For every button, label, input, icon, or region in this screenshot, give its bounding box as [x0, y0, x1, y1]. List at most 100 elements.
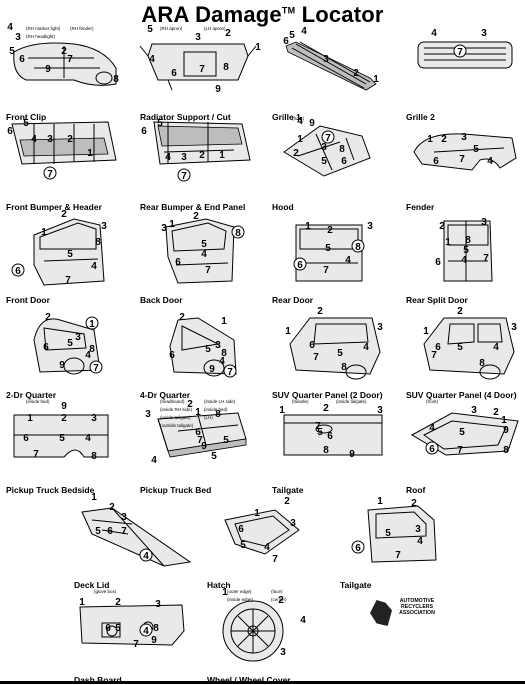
- zone-number: 4: [300, 615, 306, 626]
- zone-number: 4: [429, 423, 435, 434]
- zone-annotation: (inside bed): [26, 399, 50, 404]
- zone-number: 6: [238, 524, 244, 535]
- zone-number: 3: [377, 322, 383, 333]
- zone-number: 7: [395, 550, 401, 561]
- zone-number: 5: [473, 144, 479, 155]
- part-caption: Fender: [406, 202, 435, 212]
- part-caption: Grille 2: [406, 112, 435, 122]
- zone-number: 2: [293, 148, 299, 159]
- zone-number: 3: [155, 599, 161, 610]
- zone-number: 7: [93, 363, 99, 374]
- zone-number: 1: [169, 219, 175, 230]
- zone-number: 2: [193, 211, 199, 222]
- zone-number: 2: [45, 312, 51, 323]
- zone-number: 8: [95, 237, 101, 248]
- zone-number: 9: [215, 84, 221, 95]
- zone-number: 1: [195, 407, 201, 418]
- zone-number: 3: [75, 332, 81, 343]
- zone-number: 5: [205, 344, 211, 355]
- zone-number: 3: [161, 223, 167, 234]
- zone-number: 5: [201, 239, 207, 250]
- zone-number: 6: [435, 342, 441, 353]
- zone-number: 4: [85, 433, 91, 444]
- zone-number: 1: [255, 42, 261, 53]
- part-caption: Rear Door: [272, 295, 314, 305]
- zone-annotation: (headboard): [160, 399, 185, 404]
- zone-number: 1: [87, 148, 93, 159]
- zone-number: 4: [301, 26, 307, 37]
- zone-number: 3: [101, 221, 107, 232]
- zone-number: 4: [85, 350, 91, 361]
- part-caption: Tailgate: [272, 485, 304, 495]
- part-caption: Hatch: [207, 580, 231, 590]
- zone-number: 5: [385, 528, 391, 539]
- zone-number: 4: [143, 626, 149, 637]
- zone-number: 1: [222, 587, 228, 598]
- zone-number: 1: [279, 405, 285, 416]
- zone-number: 3: [181, 152, 187, 163]
- zone-number: 7: [313, 352, 319, 363]
- zone-number: 7: [197, 435, 203, 446]
- zone-number: 8: [339, 144, 345, 155]
- zone-number: 7: [205, 265, 211, 276]
- zone-number: 4: [219, 356, 225, 367]
- zone-number: 5: [337, 348, 343, 359]
- zone-number: 2: [115, 597, 121, 608]
- zone-number: 4: [264, 542, 270, 553]
- zone-number: 3: [415, 524, 421, 535]
- zone-annotation: (RH headlight): [26, 34, 56, 39]
- part-caption: Radiator Support / Cut: [140, 112, 231, 122]
- zone-number: 7: [323, 265, 329, 276]
- zone-number: 6: [175, 257, 181, 268]
- circled-zone-marker: [231, 225, 245, 239]
- zone-number: 6: [309, 340, 315, 351]
- zone-number: 5: [67, 249, 73, 260]
- zone-annotation: (handle): [292, 399, 309, 404]
- zone-number: 4: [417, 536, 423, 547]
- zone-number: 8: [465, 235, 471, 246]
- zone-number: 8: [479, 358, 485, 369]
- zone-number: 7: [133, 639, 139, 650]
- circled-zone-marker: [89, 360, 103, 374]
- zone-number: 7: [325, 133, 331, 144]
- part-caption: Dash Board: [74, 675, 122, 685]
- zone-number: 2: [439, 221, 445, 232]
- circled-zone-marker: [11, 263, 25, 277]
- zone-number: 5: [211, 451, 217, 462]
- zone-number: 7: [315, 421, 321, 432]
- zone-number: 6: [105, 623, 111, 634]
- zone-number: 2: [67, 134, 73, 145]
- page-title: ARA DamageTM Locator: [141, 2, 384, 27]
- zone-number: 1: [91, 492, 97, 503]
- zone-number: 7: [272, 554, 278, 565]
- zone-number: 3: [280, 647, 286, 658]
- zone-number: 3: [511, 322, 517, 333]
- zone-number: 6: [355, 543, 361, 554]
- zone-number: 5: [9, 46, 15, 57]
- zone-number: 5: [223, 435, 229, 446]
- zone-number: 2: [411, 498, 417, 509]
- zone-annotation: (front): [426, 399, 439, 404]
- zone-number: 6: [327, 431, 333, 442]
- zone-number: 8: [355, 242, 361, 253]
- zone-number: 9: [309, 118, 315, 129]
- zone-number: 1: [221, 316, 227, 327]
- zone-annotation: (outer edge): [227, 589, 252, 594]
- part-caption: Tailgate: [340, 580, 372, 590]
- zone-number: 1: [27, 413, 33, 424]
- zone-number: 5: [457, 342, 463, 353]
- zone-annotation: (front): [292, 116, 305, 121]
- zone-number: 8: [89, 344, 95, 355]
- bottom-rule: [0, 681, 525, 684]
- zone-number: 2: [61, 209, 67, 220]
- zone-number: 6: [195, 427, 201, 438]
